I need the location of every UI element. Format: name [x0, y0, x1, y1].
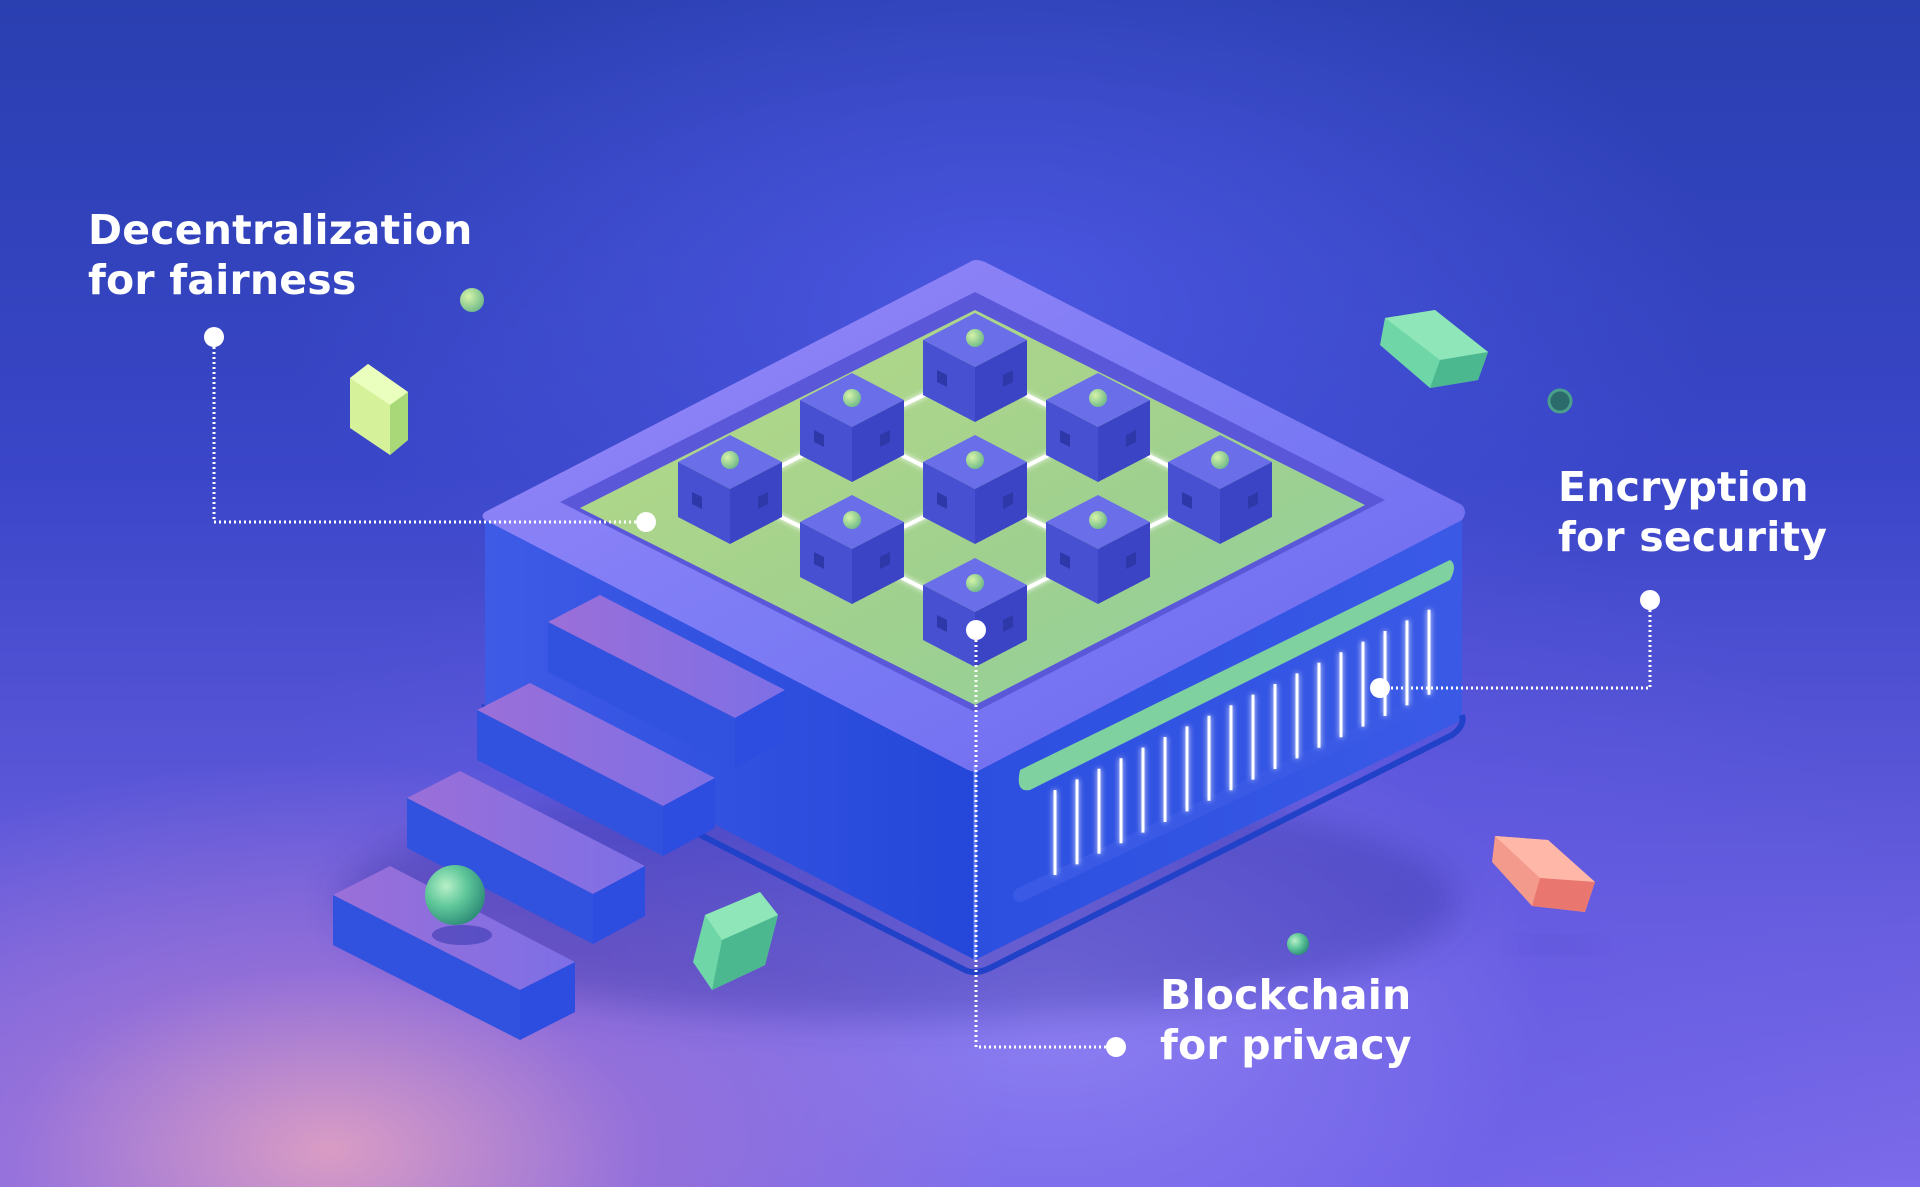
floating-sphere [460, 288, 484, 312]
floating-sphere [1547, 388, 1573, 414]
label-line: Decentralization [88, 206, 473, 254]
floating-cube [693, 892, 778, 990]
blockchain-node-block [1168, 435, 1272, 544]
blockchain-node-block [1046, 495, 1150, 604]
blockchain-node-block [800, 495, 904, 604]
label-blockchain: Blockchain for privacy [1160, 970, 1412, 1070]
sphere-shadow [432, 925, 492, 945]
stair-step [548, 595, 785, 768]
callout-decentralization [204, 327, 656, 532]
sphere [425, 865, 485, 925]
blockchain-node-block [923, 313, 1027, 422]
server-vent [1013, 560, 1457, 902]
blockchain-node-block [800, 373, 904, 482]
label-line: for security [1558, 513, 1828, 561]
callout-encryption [1370, 590, 1660, 698]
blockchain-node-block [923, 435, 1027, 544]
floating-sphere [1287, 933, 1309, 955]
blockchain-node-block [678, 435, 782, 544]
label-line: for fairness [88, 256, 357, 304]
label-decentralization: Decentralization for fairness [88, 205, 472, 305]
node-grid [678, 313, 1272, 667]
floating-cube [350, 364, 408, 455]
cube-shadow [1515, 937, 1595, 953]
blockchain-node-block [1046, 373, 1150, 482]
blockchain-node-block [923, 558, 1027, 667]
label-line: for privacy [1160, 1021, 1412, 1069]
stair-step [477, 683, 715, 856]
label-line: Blockchain [1160, 971, 1412, 1019]
floating-cube [1380, 310, 1488, 388]
label-encryption: Encryption for security [1558, 462, 1827, 562]
floating-cube [1492, 836, 1595, 912]
stair-step [407, 771, 645, 944]
label-line: Encryption [1558, 463, 1809, 511]
callout-blockchain [966, 620, 1126, 1057]
